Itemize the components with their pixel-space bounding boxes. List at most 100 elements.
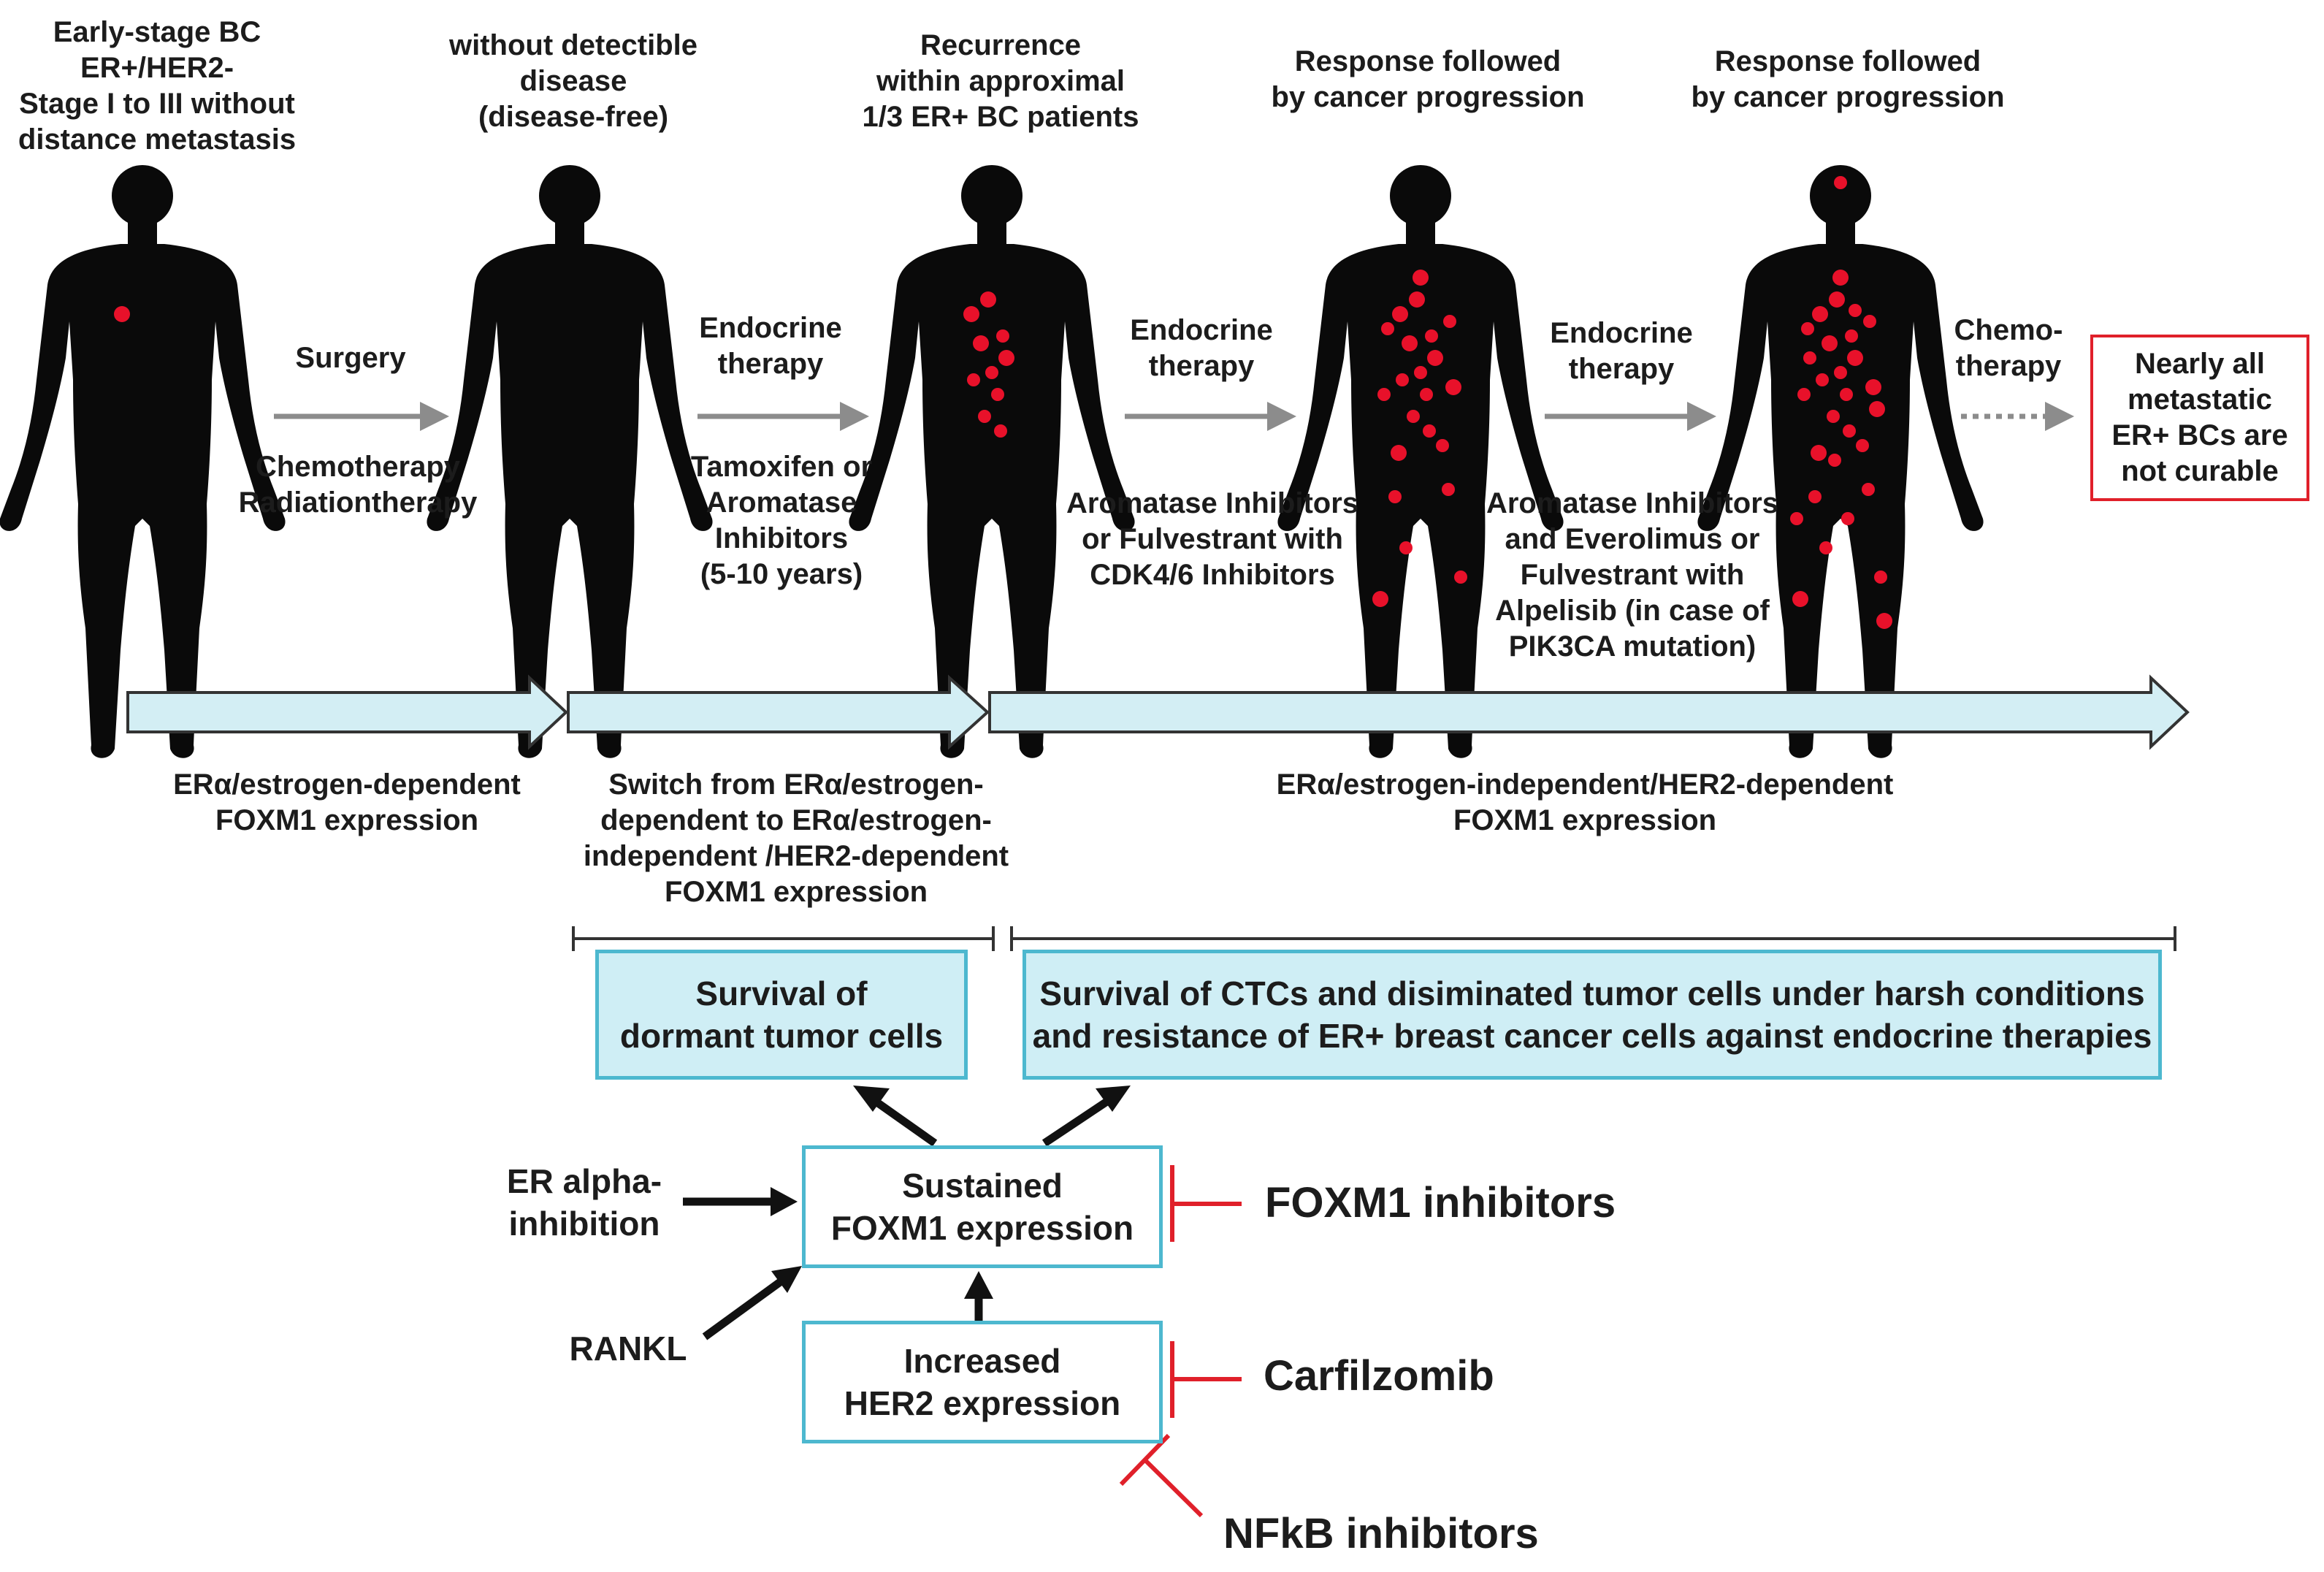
tumor-dot-5-13 — [1811, 445, 1827, 461]
stage-caption-2: without detectible disease (disease-free… — [449, 29, 697, 133]
stage-caption-4: Response followed by cancer progression — [1271, 45, 1585, 113]
tumor-dot-3-3 — [996, 329, 1009, 343]
er-alpha-inhibition-label: ER alpha- inhibition — [506, 1162, 662, 1243]
dormant-survival-box: Survival of dormant tumor cells — [595, 950, 968, 1080]
tumor-dot-3-10 — [980, 291, 996, 308]
therapy-below-1: Chemotherapy Radiationtherapy — [238, 451, 478, 519]
tumor-dot-3-9 — [994, 424, 1007, 438]
phase-label-2: Switch from ERα/estrogen- dependent to E… — [583, 768, 1009, 908]
tumor-dot-5-16 — [1865, 379, 1881, 395]
outcome-text: Nearly all metastatic ER+ BCs are not cu… — [2111, 348, 2288, 487]
tumor-dot-4-22 — [1372, 591, 1388, 607]
phase-label-1: ERα/estrogen-dependent FOXM1 expression — [173, 768, 521, 836]
tumor-dot-5-19 — [1832, 270, 1849, 286]
tumor-dot-3-6 — [978, 410, 991, 423]
tumor-dot-5-14 — [1856, 439, 1869, 452]
tumor-dots — [114, 176, 1892, 629]
tumor-dot-4-13 — [1391, 445, 1407, 461]
arrow-to-dormant — [870, 1096, 938, 1147]
tumor-dot-4-10 — [1409, 291, 1425, 308]
dormant-survival-text: Survival of dormant tumor cells — [619, 974, 944, 1055]
tumor-dot-4-5 — [1420, 388, 1433, 401]
tumor-dot-5-3 — [1845, 329, 1858, 343]
tumor-dot-5-8 — [1816, 373, 1829, 386]
mechanism-arrows — [683, 1085, 1131, 1340]
tumor-dot-5-1 — [1812, 306, 1828, 322]
tumor-dot-5-9 — [1843, 424, 1856, 438]
rankl-label: RANKL — [569, 1329, 687, 1367]
tumor-dot-4-21 — [1454, 571, 1467, 584]
tumor-dot-4-6 — [1407, 410, 1420, 423]
tumor-dot-5-22 — [1792, 591, 1808, 607]
tumor-dot-4-11 — [1381, 322, 1394, 335]
tumor-dot-1-1 — [114, 306, 130, 322]
therapy-arrows — [274, 402, 2074, 431]
foxm1-expression-text: Sustained FOXM1 expression — [830, 1167, 1134, 1247]
tumor-dot-4-12 — [1443, 315, 1456, 328]
tumor-dot-3-8 — [967, 373, 980, 386]
tumor-dot-5-28 — [1876, 613, 1892, 629]
her2-expression-text: Increased HER2 expression — [844, 1342, 1121, 1422]
phase-arrow-3 — [988, 674, 2190, 750]
stage-caption-3: Recurrence within approximal 1/3 ER+ BC … — [862, 29, 1139, 133]
stage-caption-1: Early-stage BC ER+/HER2- Stage I to III … — [18, 16, 297, 156]
tumor-dot-4-14 — [1436, 439, 1449, 452]
outcome-box: Nearly all metastatic ER+ BCs are not cu… — [2090, 335, 2309, 501]
tumor-dot-5-15 — [1797, 388, 1811, 401]
tumor-dot-4-7 — [1427, 350, 1443, 366]
nfkb-inhibition — [1119, 1433, 1204, 1518]
tumor-dot-4-15 — [1377, 388, 1391, 401]
tumor-dot-5-6 — [1827, 410, 1840, 423]
arrow-rankl — [702, 1275, 788, 1340]
bracket-ctc — [1010, 926, 2176, 951]
tumor-dot-3-2 — [985, 366, 998, 379]
phase-arrow-2 — [567, 674, 990, 750]
human-figure-4 — [1277, 165, 1564, 758]
foxm1-inhibition — [1170, 1165, 1242, 1242]
tumor-dot-5-4 — [1822, 335, 1838, 351]
tumor-dot-4-4 — [1402, 335, 1418, 351]
foxm1-expression-box: Sustained FOXM1 expression — [802, 1145, 1163, 1268]
phase-label-3: ERα/estrogen-independent/HER2-dependent … — [1276, 768, 1894, 836]
tumor-dot-4-19 — [1413, 270, 1429, 286]
therapy-above-3: Endocrine therapy — [1130, 314, 1273, 382]
therapy-above-1: Surgery — [295, 342, 406, 374]
ctc-survival-box: Survival of CTCs and disiminated tumor c… — [1023, 950, 2162, 1080]
tumor-dot-5-30 — [1790, 512, 1803, 525]
carfilzomib-label: Carfilzomib — [1264, 1352, 1494, 1400]
tumor-dot-4-9 — [1423, 424, 1436, 438]
tumor-dot-5-7 — [1847, 350, 1863, 366]
therapy-below-4: Aromatase Inhibitors and Everolimus or F… — [1486, 487, 1779, 663]
phase-arrow-1 — [126, 674, 568, 750]
tumor-dot-4-16 — [1445, 379, 1461, 395]
tumor-dot-5-2 — [1834, 366, 1847, 379]
therapy-below-2: Tamoxifen or Aromatase Inhibitors (5-10 … — [690, 451, 873, 590]
tumor-dot-5-10 — [1829, 291, 1845, 308]
tumor-dot-5-18 — [1862, 483, 1875, 496]
tumor-dot-4-1 — [1392, 306, 1408, 322]
tumor-dot-4-8 — [1396, 373, 1409, 386]
tumor-dot-5-12 — [1863, 315, 1876, 328]
tumor-dot-4-3 — [1425, 329, 1438, 343]
foxm1-inhibitors-label: FOXM1 inhibitors — [1265, 1179, 1616, 1226]
arrow-to-ctc — [1041, 1096, 1113, 1147]
therapy-below-3: Aromatase Inhibitors or Fulvestrant with… — [1066, 487, 1359, 591]
tumor-dot-5-23 — [1849, 304, 1862, 317]
tumor-dot-5-5 — [1840, 388, 1853, 401]
tumor-dot-5-25 — [1869, 401, 1885, 417]
tumor-dot-3-7 — [998, 350, 1014, 366]
tumor-dot-5-29 — [1834, 176, 1847, 189]
ctc-survival-text: Survival of CTCs and disiminated tumor c… — [1032, 974, 2152, 1055]
tumor-dot-5-21 — [1874, 571, 1887, 584]
tumor-dot-5-27 — [1841, 512, 1854, 525]
tumor-dot-4-17 — [1388, 490, 1402, 503]
nfkb-inhibitors-label: NFkB inhibitors — [1223, 1510, 1539, 1557]
tumor-dot-5-20 — [1819, 541, 1832, 554]
tumor-dot-4-20 — [1399, 541, 1413, 554]
phase-arrows — [126, 674, 2190, 750]
her2-expression-box: Increased HER2 expression — [802, 1321, 1163, 1443]
tumor-dot-4-18 — [1442, 483, 1455, 496]
tumor-dot-5-24 — [1828, 454, 1841, 467]
